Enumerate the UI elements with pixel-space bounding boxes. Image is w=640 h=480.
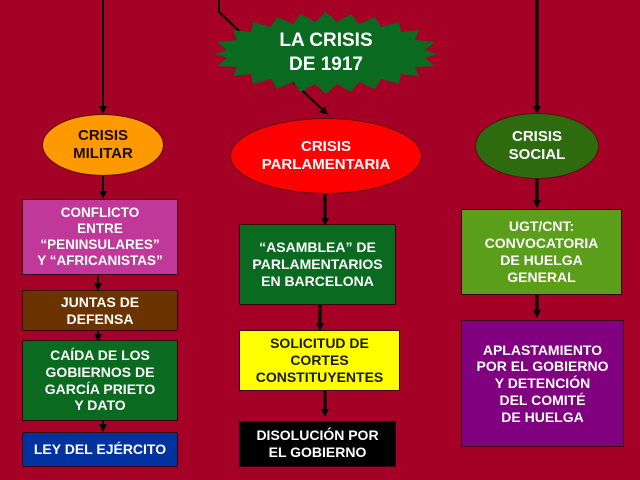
caida-gobiernos-node: CAÍDA DE LOS GOBIERNOS DE GARCÍA PRIETO … bbox=[22, 340, 178, 421]
conflicto-label: CONFLICTO ENTRE “PENINSULARES” Y “AFRICA… bbox=[37, 204, 163, 269]
title-text: LA CRISIS DE 1917 bbox=[279, 30, 373, 75]
caida-gobiernos-label: CAÍDA DE LOS GOBIERNOS DE GARCÍA PRIETO … bbox=[44, 346, 156, 414]
ugt-cnt-label: UGT/CNT: CONVOCATORIA DE HUELGA GENERAL bbox=[484, 218, 599, 285]
crisis-parlamentaria-node: CRISIS PARLAMENTARIA bbox=[230, 118, 422, 194]
asamblea-node: “ASAMBLEA” DE PARLAMENTARIOS EN BARCELON… bbox=[239, 224, 396, 305]
juntas-node: JUNTAS DE DEFENSA bbox=[22, 290, 178, 331]
ugt-cnt-node: UGT/CNT: CONVOCATORIA DE HUELGA GENERAL bbox=[461, 209, 622, 295]
crisis-parlamentaria-label: CRISIS PARLAMENTARIA bbox=[261, 138, 391, 173]
ley-ejercito-label: LEY DEL EJÉRCITO bbox=[33, 441, 167, 458]
crisis-social-label: CRISIS SOCIAL bbox=[508, 128, 566, 163]
solicitud-cortes-label: SOLICITUD DE CORTES CONSTITUYENTES bbox=[255, 335, 384, 385]
starburst-shape bbox=[215, 12, 437, 94]
disolucion-label: DISOLUCIÓN POR EL GOBIERNO bbox=[256, 427, 379, 460]
crisis-militar-node: CRISIS MILITAR bbox=[42, 114, 164, 176]
conflicto-node: CONFLICTO ENTRE “PENINSULARES” Y “AFRICA… bbox=[22, 199, 178, 275]
aplastamiento-node: APLASTAMIENTO POR EL GOBIERNO Y DETENCIÓ… bbox=[461, 320, 624, 447]
asamblea-label: “ASAMBLEA” DE PARLAMENTARIOS EN BARCELON… bbox=[252, 239, 383, 289]
juntas-label: JUNTAS DE DEFENSA bbox=[60, 293, 140, 327]
crisis-social-node: CRISIS SOCIAL bbox=[475, 113, 599, 179]
disolucion-node: DISOLUCIÓN POR EL GOBIERNO bbox=[239, 421, 396, 467]
aplastamiento-label: APLASTAMIENTO POR EL GOBIERNO Y DETENCIÓ… bbox=[476, 341, 609, 425]
title-starburst: LA CRISIS DE 1917 bbox=[215, 12, 437, 94]
crisis-militar-label: CRISIS MILITAR bbox=[73, 127, 133, 162]
ley-ejercito-node: LEY DEL EJÉRCITO bbox=[22, 432, 178, 467]
solicitud-cortes-node: SOLICITUD DE CORTES CONSTITUYENTES bbox=[239, 330, 400, 391]
